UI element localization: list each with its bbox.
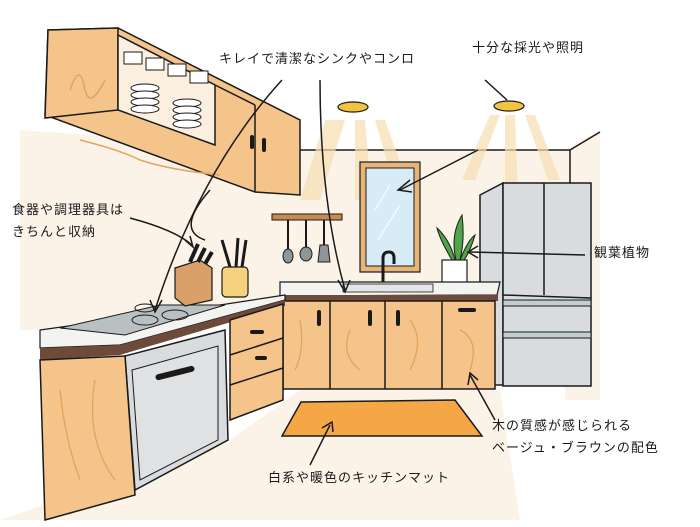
upper-cabinet — [44, 27, 301, 196]
drawers — [229, 302, 284, 422]
label-wood-line1: 木の質感が感じられる — [492, 419, 633, 434]
label-wood-line2: ベージュ・ブラウンの配色 — [492, 441, 659, 456]
window — [359, 161, 421, 273]
plates-icon — [130, 83, 202, 129]
back-counter — [279, 281, 501, 390]
burner — [161, 309, 189, 321]
label-lighting: 十分な採光や照明 — [472, 41, 585, 56]
kitchen-mat — [280, 399, 484, 437]
label-storage-line1: 食器や調理器具は — [12, 203, 125, 218]
label-storage-line2: きちんと収納 — [12, 225, 97, 240]
knife-block-icon — [174, 243, 214, 307]
left-counter — [39, 294, 286, 521]
utensil-rack — [271, 213, 343, 264]
plant-icon — [436, 213, 476, 285]
ceiling-light-right — [493, 100, 525, 112]
storage-boxes-icon — [123, 51, 209, 84]
sink — [342, 283, 434, 293]
cabinet-handle — [262, 138, 266, 152]
faucet-icon — [381, 250, 396, 283]
utensil-cup-icon — [220, 237, 249, 298]
ceiling-light-left — [337, 101, 369, 113]
label-plant: 観葉植物 — [594, 246, 651, 261]
label-clean-sink-stove: キレイで清潔なシンクやコンロ — [219, 52, 416, 67]
cabinet-handle — [250, 135, 254, 149]
stove-top — [59, 304, 226, 336]
annotation-arrows — [129, 79, 586, 466]
label-mat: 白系や暖色のキッチンマット — [268, 471, 451, 486]
burner — [131, 314, 159, 326]
